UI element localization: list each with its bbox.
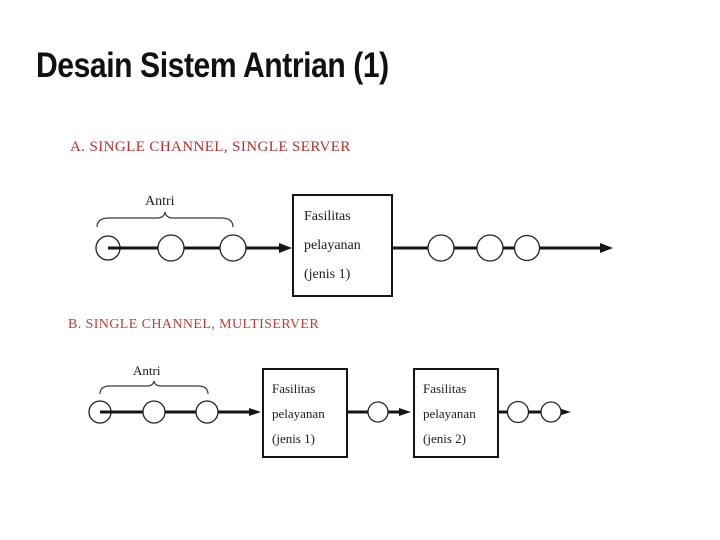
facility-box-a-line2: pelayanan [304,238,361,253]
facility-box-a-line1: Fasilitas [304,209,351,224]
customer-circle [219,234,247,262]
arrowhead-into-facility-a [279,243,292,253]
facility-box-a: Fasilitas pelayanan (jenis 1) [292,194,393,297]
customer-circle [367,401,389,423]
facility-box-b1: Fasilitas pelayanan (jenis 1) [262,368,348,458]
customer-circle [506,400,530,424]
arrowhead-into-facility-b1 [249,408,261,416]
arrowhead-into-facility-b2 [399,408,411,416]
queue-brace-b [99,380,209,395]
queue-brace-a [96,211,234,228]
facility-box-b2-line1: Fasilitas [423,381,467,396]
slide-title: Desain Sistem Antrian (1) [36,46,389,85]
customer-circle [540,401,562,423]
queue-label-a: Antri [145,194,175,209]
queue-label-b: Antri [133,363,161,378]
arrowhead-exit-a [600,243,613,253]
section-a-heading: A. SINGLE CHANNEL, SINGLE SERVER [70,139,351,155]
customer-circle [157,234,185,262]
customer-circle [195,400,219,424]
customer-circle [427,234,455,262]
facility-box-b1-line3: (jenis 1) [272,431,315,446]
facility-box-b1-line2: pelayanan [272,406,325,421]
customer-circle [476,234,504,262]
facility-box-b2-line2: pelayanan [423,406,476,421]
facility-box-a-line3: (jenis 1) [304,267,351,282]
facility-box-b2: Fasilitas pelayanan (jenis 2) [413,368,499,458]
facility-box-b2-line3: (jenis 2) [423,431,466,446]
customer-circle [142,400,166,424]
facility-box-b1-line1: Fasilitas [272,381,316,396]
customer-circle [513,234,541,262]
section-b-heading: B. SINGLE CHANNEL, MULTISERVER [68,317,320,332]
